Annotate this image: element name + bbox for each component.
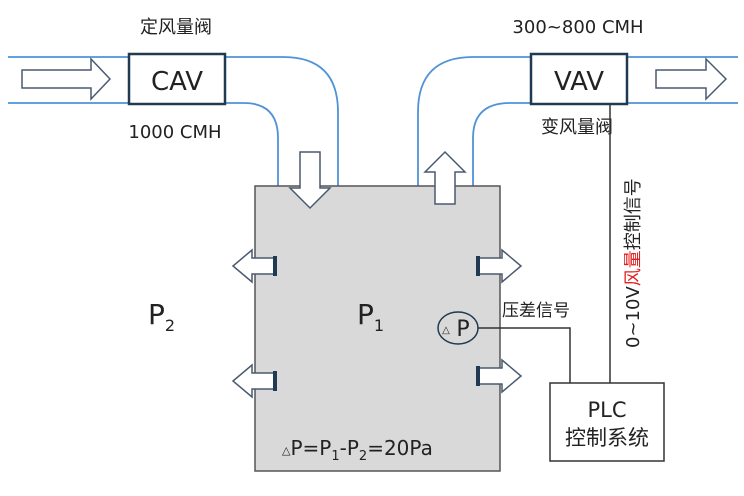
plc-line1: PLC: [587, 398, 626, 422]
exhaust-up-arrow-icon: [423, 150, 467, 205]
pressure-signal-label: 压差信号: [502, 301, 570, 321]
cav-caption: 定风量阀: [140, 17, 212, 38]
cav-box: [127, 52, 227, 106]
pressure-signal-wire: [478, 327, 571, 383]
sensor-letter: P: [456, 317, 469, 342]
leak-arrow-right-top-icon: [476, 248, 523, 284]
cav-flow: 1000 CMH: [128, 122, 221, 143]
cav-label: CAV: [151, 67, 203, 97]
supply-duct-outer: [8, 56, 339, 186]
pressure-formula: △P=P1-P2=20Pa: [282, 436, 433, 464]
vav-caption: 变风量阀: [541, 117, 613, 138]
outlet-arrow-icon: [655, 57, 728, 101]
sensor-delta-symbol: △: [442, 325, 450, 336]
leak-arrow-left-bottom-icon: [231, 363, 277, 399]
inlet-arrow-icon: [21, 57, 112, 101]
leak-arrow-right-bottom-icon: [476, 358, 523, 394]
inside-pressure-label: P1: [357, 298, 384, 335]
outside-pressure-label: P2: [148, 298, 175, 335]
exhaust-duct-inner: [472, 102, 738, 186]
supply-down-arrow-icon: [288, 151, 332, 210]
exhaust-duct-outer: [417, 56, 738, 186]
vav-flow: 300~800 CMH: [512, 17, 643, 38]
leak-arrow-left-top-icon: [231, 248, 277, 284]
vav-box: [529, 52, 629, 106]
plc-line2: 控制系统: [565, 426, 649, 450]
control-signal-label: 0~10V风量控制信号: [623, 178, 644, 348]
plc-box: [549, 382, 665, 462]
vav-label: VAV: [554, 67, 604, 97]
supply-duct-inner: [8, 102, 279, 186]
